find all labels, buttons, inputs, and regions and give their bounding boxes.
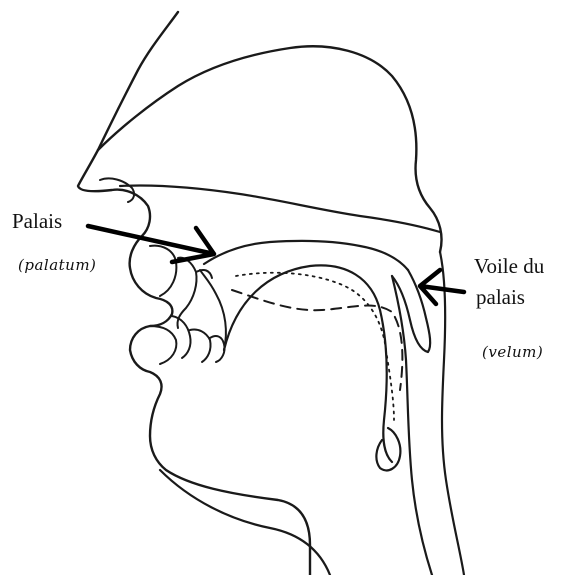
lower-lip-outline xyxy=(150,326,176,364)
label-palatum: (palatum) xyxy=(18,258,96,274)
label-voile-line2: palais xyxy=(476,286,525,308)
neck-outline xyxy=(160,470,330,575)
tongue-position-dashed xyxy=(232,290,402,390)
hard-palate-outline xyxy=(120,185,440,232)
tongue-position-dotted xyxy=(236,273,394,420)
palais-arrow xyxy=(88,226,214,262)
posterior-pharynx-outline xyxy=(440,252,464,575)
epiglottis-outline xyxy=(376,428,400,470)
label-palais: Palais xyxy=(12,210,62,232)
upper-teeth-outline xyxy=(177,258,212,328)
velum-arrow xyxy=(420,270,464,304)
label-voile-line1: Voile du xyxy=(474,255,544,277)
lower-teeth-outline xyxy=(172,316,225,362)
label-velum: (velum) xyxy=(482,345,543,361)
upper-lip-outline xyxy=(150,246,176,296)
